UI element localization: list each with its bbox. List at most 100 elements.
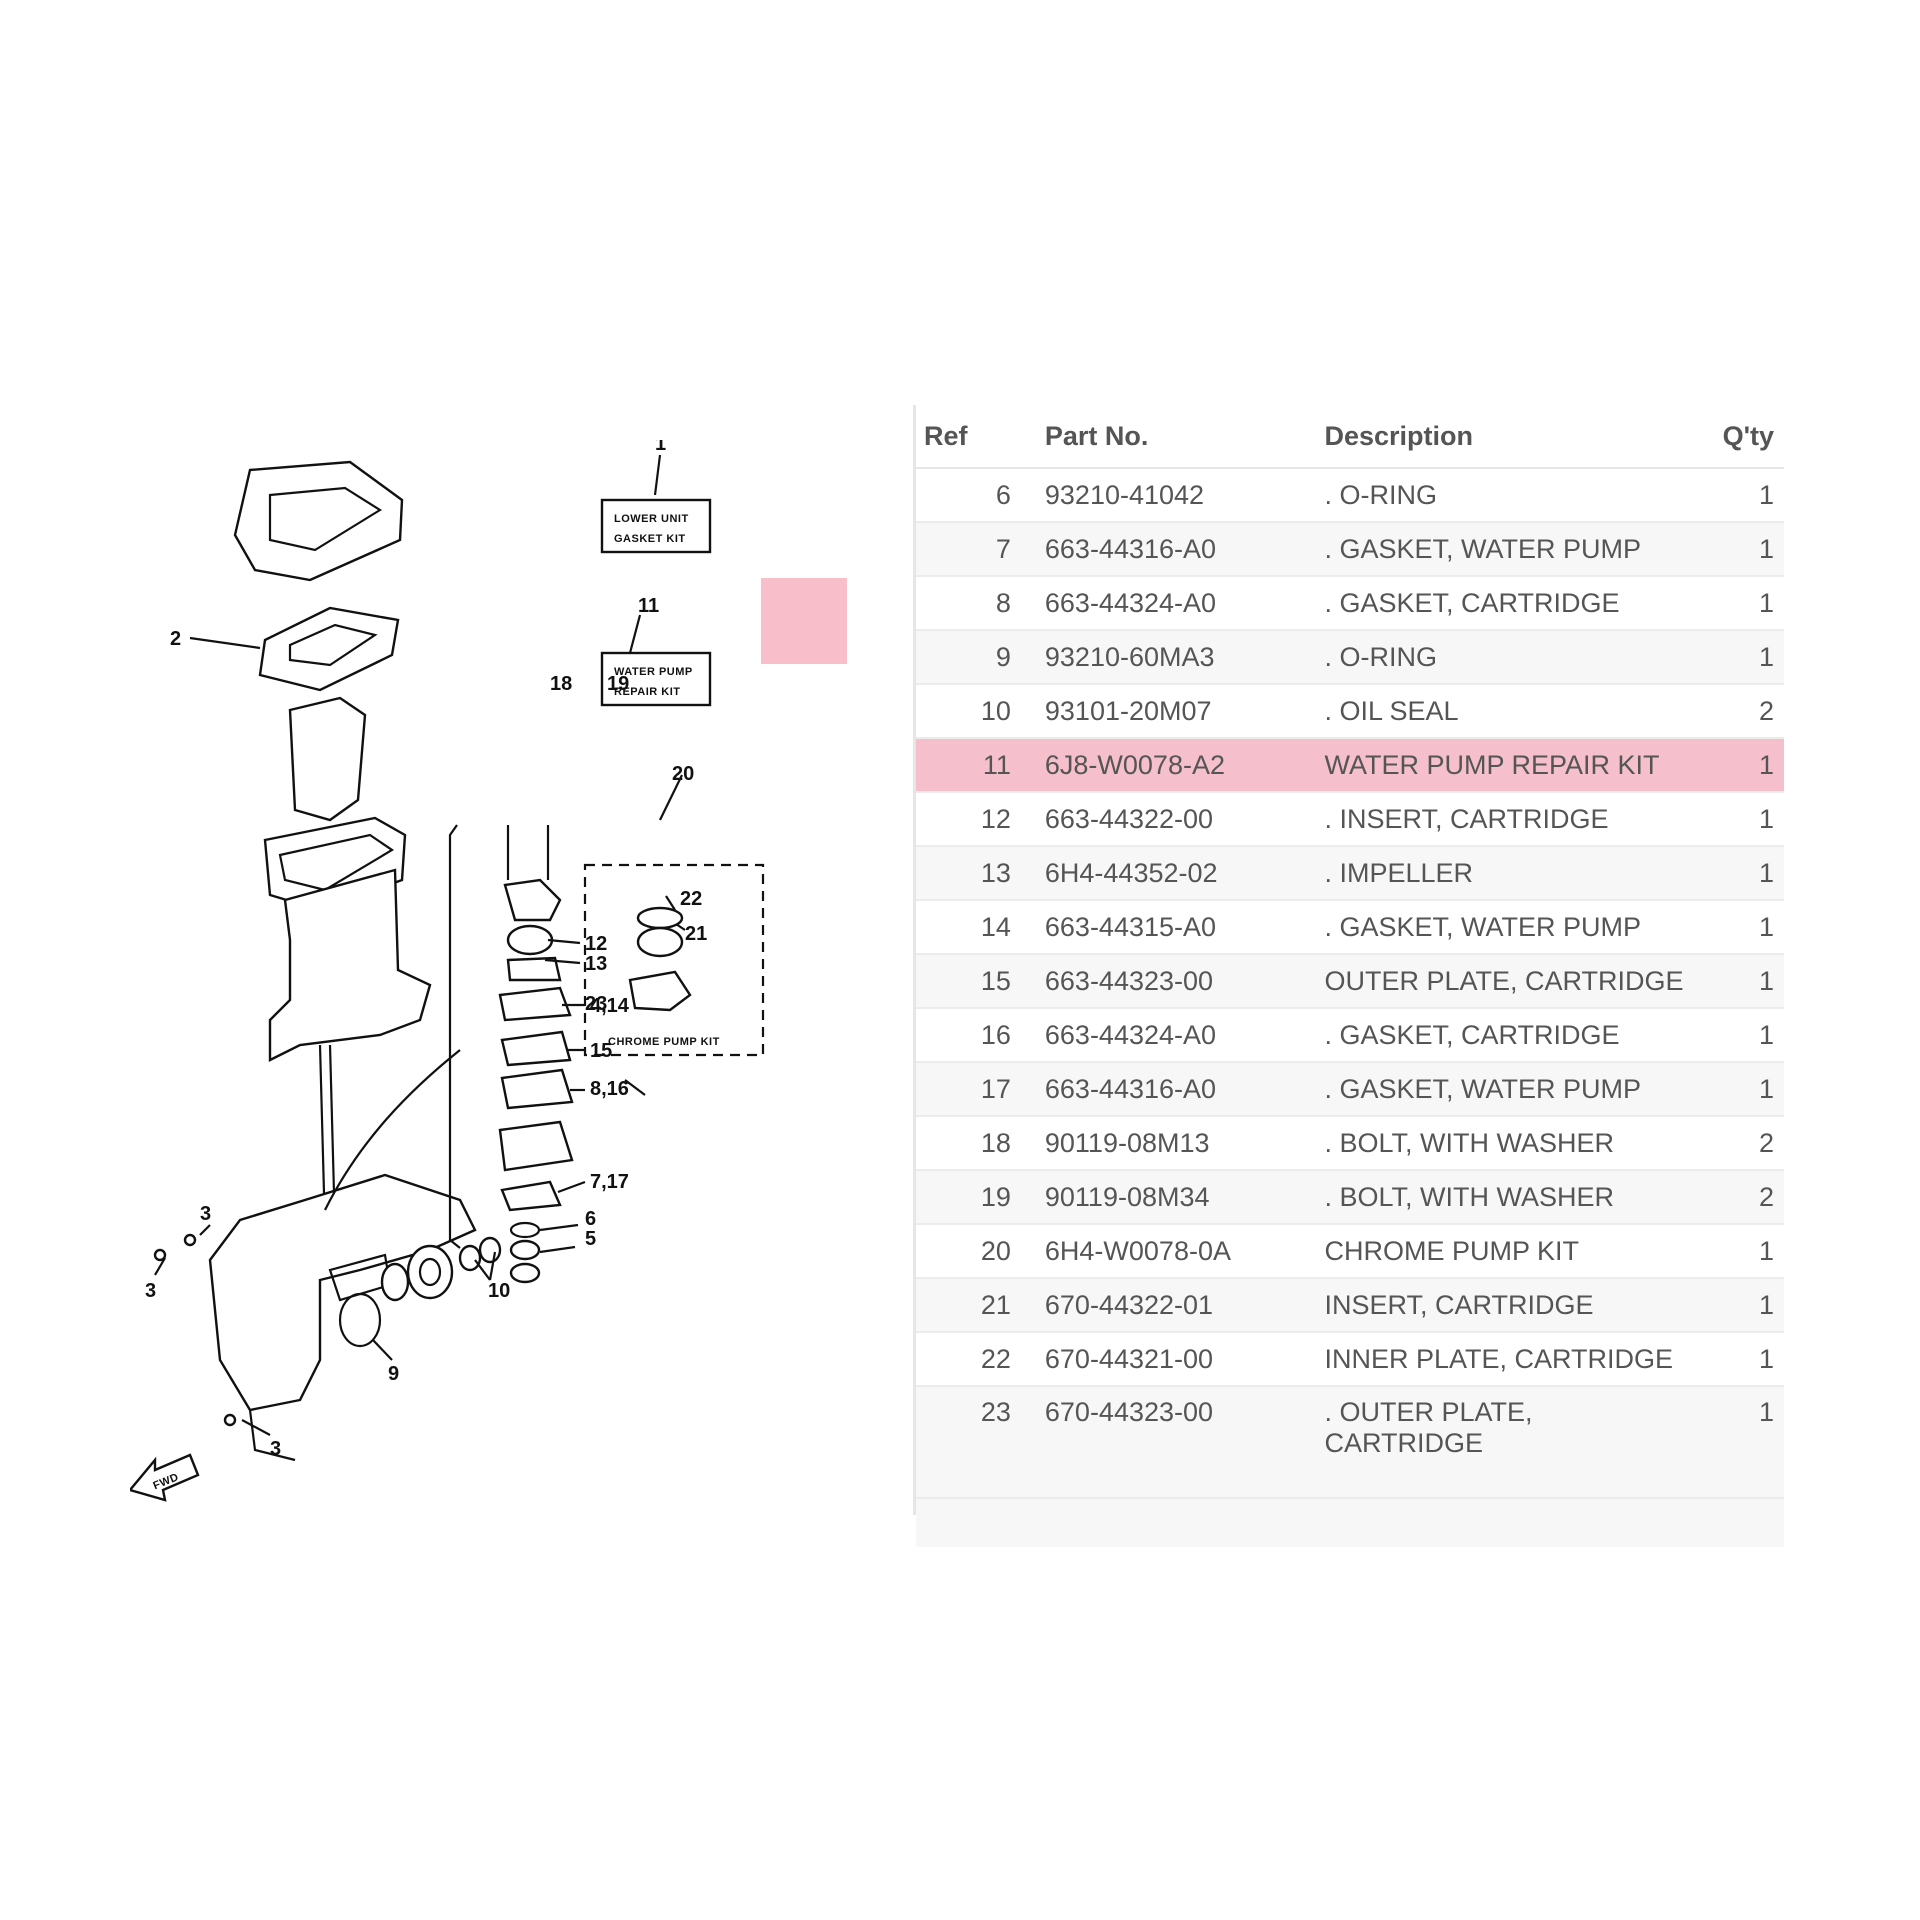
cell-part-no: 6H4-W0078-0A [1034,1224,1315,1279]
filler-cell [916,1498,1035,1547]
cell-qty: 1 [1704,1278,1784,1333]
callout-19: 19 [607,673,629,695]
cell-ref: 7 [916,522,1035,577]
lower-unit-drawing: FWD [130,460,574,1502]
box-text-chrome-pump-kit: CHROME PUMP KIT [608,1036,720,1048]
callout-15: 15 [590,1040,612,1062]
callout-7-17: 7,17 [590,1171,629,1193]
table-row[interactable]: 8 663-44324-A0 . GASKET, CARTRIDGE 1 [916,576,1784,631]
callout-5: 5 [585,1228,596,1250]
cell-part-no: 670-44323-00 [1034,1386,1315,1499]
lower-unit-gasket-kit-box: LOWER UNIT GASKET KIT [600,498,712,554]
cell-ref: 23 [916,1386,1035,1499]
cell-description: . GASKET, WATER PUMP [1314,900,1704,955]
callout-13: 13 [585,953,607,975]
table-row[interactable]: 7 663-44316-A0 . GASKET, WATER PUMP 1 [916,522,1784,577]
cell-ref: 15 [916,954,1035,1009]
cell-part-no: 663-44324-A0 [1034,576,1315,631]
cell-description: . OIL SEAL [1314,684,1704,739]
parts-list-panel: Ref Part No. Description Q'ty 6 93210-41… [913,405,1784,1547]
cell-part-no: 663-44316-A0 [1034,522,1315,577]
cell-ref: 13 [916,846,1035,901]
cell-ref: 8 [916,576,1035,631]
table-row[interactable]: 21 670-44322-01 INSERT, CARTRIDGE 1 [916,1278,1784,1333]
cell-description: . BOLT, WITH WASHER [1314,1116,1704,1171]
table-row[interactable]: 17 663-44316-A0 . GASKET, WATER PUMP 1 [916,1062,1784,1117]
cell-ref: 20 [916,1224,1035,1279]
table-row[interactable]: 22 670-44321-00 INNER PLATE, CARTRIDGE 1 [916,1332,1784,1387]
callout-3b: 3 [145,1280,156,1302]
callout-23: 23 [585,993,607,1015]
table-row[interactable]: 10 93101-20M07 . OIL SEAL 2 [916,684,1784,739]
cell-description: . INSERT, CARTRIDGE [1314,792,1704,847]
header-description: Description [1314,405,1704,469]
cell-ref: 18 [916,1116,1035,1171]
cell-part-no: 663-44323-00 [1034,954,1315,1009]
table-row[interactable]: 9 93210-60MA3 . O-RING 1 [916,630,1784,685]
table-row-highlighted[interactable]: 11 6J8-W0078-A2 WATER PUMP REPAIR KIT 1 [916,738,1784,793]
cell-qty: 1 [1704,576,1784,631]
cell-description: WATER PUMP REPAIR KIT [1314,738,1704,793]
cell-part-no: 90119-08M13 [1034,1116,1315,1171]
header-qty: Q'ty [1704,405,1784,469]
callout-2: 2 [170,628,181,650]
box-text-gasket-kit: GASKET KIT [614,533,686,545]
table-row[interactable]: 13 6H4-44352-02 . IMPELLER 1 [916,846,1784,901]
table-row[interactable]: 6 93210-41042 . O-RING 1 [916,468,1784,523]
cell-ref: 16 [916,1008,1035,1063]
cell-qty: 1 [1704,1386,1784,1499]
table-row[interactable]: 18 90119-08M13 . BOLT, WITH WASHER 2 [916,1116,1784,1171]
cell-ref: 6 [916,468,1035,523]
cell-qty: 1 [1704,1332,1784,1387]
table-row[interactable]: 20 6H4-W0078-0A CHROME PUMP KIT 1 [916,1224,1784,1279]
cell-qty: 1 [1704,792,1784,847]
cell-description: INSERT, CARTRIDGE [1314,1278,1704,1333]
highlight-marker [761,578,847,664]
cell-description: . GASKET, CARTRIDGE [1314,1008,1704,1063]
callout-3a: 3 [200,1203,211,1225]
callout-numbers: 1 2 3 3 3 4,14 5 6 7,17 8,16 9 10 11 12 … [145,440,707,1460]
cell-qty: 2 [1704,1170,1784,1225]
exploded-parts-diagram: FWD LOWER UNIT [130,440,910,1520]
box-text-lower-unit: LOWER UNIT [614,513,689,525]
table-row[interactable]: 16 663-44324-A0 . GASKET, CARTRIDGE 1 [916,1008,1784,1063]
chrome-pump-kit-box: CHROME PUMP KIT [583,863,765,1057]
cell-part-no: 663-44316-A0 [1034,1062,1315,1117]
cell-qty: 1 [1704,1224,1784,1279]
cell-description: . BOLT, WITH WASHER [1314,1170,1704,1225]
cell-part-no: 90119-08M34 [1034,1170,1315,1225]
cell-ref: 11 [916,738,1035,793]
table-row[interactable]: 23 670-44323-00 . OUTER PLATE, CARTRIDGE… [916,1386,1784,1499]
table-row[interactable]: 19 90119-08M34 . BOLT, WITH WASHER 2 [916,1170,1784,1225]
table-filler-row [916,1498,1784,1547]
cell-qty: 1 [1704,1062,1784,1117]
callout-8-16: 8,16 [590,1078,629,1100]
cell-qty: 1 [1704,846,1784,901]
box-text-water-pump: WATER PUMP [614,666,693,678]
filler-cell [1314,1498,1704,1547]
cell-part-no: 6H4-44352-02 [1034,846,1315,901]
cell-description: . O-RING [1314,630,1704,685]
cell-qty: 1 [1704,522,1784,577]
cell-description: . IMPELLER [1314,846,1704,901]
cell-ref: 14 [916,900,1035,955]
cell-description: INNER PLATE, CARTRIDGE [1314,1332,1704,1387]
table-row[interactable]: 15 663-44323-00 OUTER PLATE, CARTRIDGE 1 [916,954,1784,1009]
callout-12: 12 [585,933,607,955]
cell-qty: 1 [1704,468,1784,523]
cell-part-no: 93101-20M07 [1034,684,1315,739]
table-row[interactable]: 12 663-44322-00 . INSERT, CARTRIDGE 1 [916,792,1784,847]
cell-ref: 17 [916,1062,1035,1117]
callout-20: 20 [672,763,694,785]
cell-description: . OUTER PLATE, CARTRIDGE [1314,1386,1704,1499]
cell-part-no: 93210-60MA3 [1034,630,1315,685]
cell-qty: 1 [1704,630,1784,685]
table-row[interactable]: 14 663-44315-A0 . GASKET, WATER PUMP 1 [916,900,1784,955]
cell-ref: 21 [916,1278,1035,1333]
cell-part-no: 663-44324-A0 [1034,1008,1315,1063]
cell-qty: 2 [1704,1116,1784,1171]
callout-9: 9 [388,1363,399,1385]
cell-part-no: 670-44321-00 [1034,1332,1315,1387]
cell-ref: 19 [916,1170,1035,1225]
callout-10: 10 [488,1280,510,1302]
